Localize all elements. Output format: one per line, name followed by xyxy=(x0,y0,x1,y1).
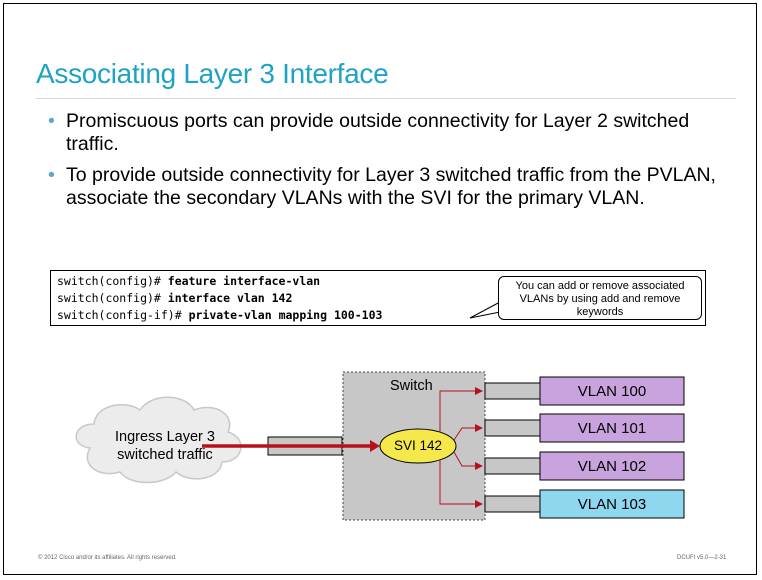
switch-label: Switch xyxy=(390,378,433,394)
slide-title: Associating Layer 3 Interface xyxy=(36,58,389,89)
cli-command: private-vlan mapping 100-103 xyxy=(188,308,383,322)
distribution-arrowheads xyxy=(475,387,483,508)
copyright-footer: © 2012 Cisco and/or its affiliates. All … xyxy=(38,555,177,561)
cloud-shape xyxy=(75,396,242,484)
cli-line: switch(config)# interface vlan 142 xyxy=(57,291,292,305)
bullet-text: To provide outside connectivity for Laye… xyxy=(66,164,716,209)
cli-command: interface vlan 142 xyxy=(167,291,293,305)
vlan-box xyxy=(539,451,685,481)
cli-prompt: switch(config)# xyxy=(57,291,168,305)
arrow-to-vlan-103 xyxy=(439,460,476,505)
cloud-label-line: switched traffic xyxy=(117,447,213,463)
arrow-to-vlan-102 xyxy=(453,451,476,467)
callout-pointer xyxy=(469,301,501,319)
vlan-label: VLAN 102 xyxy=(577,458,647,475)
distribution-arrows xyxy=(439,390,476,505)
bullet-item: • To provide outside connectivity for Lay… xyxy=(48,164,738,210)
cli-line: switch(config-if)# private-vlan mapping … xyxy=(57,308,382,322)
cli-prompt: switch(config-if)# xyxy=(57,308,189,322)
arrowhead-icon xyxy=(475,462,483,470)
egress-port xyxy=(484,419,542,437)
vlan-label: VLAN 101 xyxy=(577,420,647,437)
arrow-to-vlan-100 xyxy=(439,390,476,432)
svi-ellipse xyxy=(379,428,457,464)
bullet-dot-icon: • xyxy=(48,164,55,186)
egress-port xyxy=(484,495,542,513)
arrow-to-vlan-101 xyxy=(453,427,476,441)
vlan-box xyxy=(539,376,685,406)
bullet-list: • Promiscuous ports can provide outside c… xyxy=(48,110,738,218)
arrowhead-icon xyxy=(475,424,483,432)
bullet-dot-icon: • xyxy=(48,110,55,132)
cloud-label-line: Ingress Layer 3 xyxy=(115,429,215,445)
svi-label: SVI 142 xyxy=(393,438,443,453)
cloud-icon xyxy=(75,396,242,484)
cli-line: switch(config)# feature interface-vlan xyxy=(57,274,320,288)
cli-command: feature interface-vlan xyxy=(167,274,321,288)
egress-port xyxy=(484,382,542,400)
cli-prompt: switch(config)# xyxy=(57,274,168,288)
title-divider xyxy=(36,98,736,99)
ingress-arrow-head xyxy=(370,440,380,452)
vlan-box xyxy=(539,489,685,519)
arrowhead-icon xyxy=(475,500,483,508)
vlan-label: VLAN 100 xyxy=(577,383,647,400)
bullet-text: Promiscuous ports can provide outside co… xyxy=(66,110,690,155)
bullet-item: • Promiscuous ports can provide outside c… xyxy=(48,110,738,156)
vlan-box xyxy=(539,413,685,443)
slide-number-footer: DCUFI v5.0—2-31 xyxy=(677,555,727,561)
egress-port xyxy=(484,457,542,475)
vlan-label: VLAN 103 xyxy=(577,496,647,513)
arrowhead-icon xyxy=(475,387,483,395)
cloud-label: Ingress Layer 3 switched traffic xyxy=(100,428,230,464)
callout-note: You can add or remove associated VLANs b… xyxy=(498,276,702,320)
